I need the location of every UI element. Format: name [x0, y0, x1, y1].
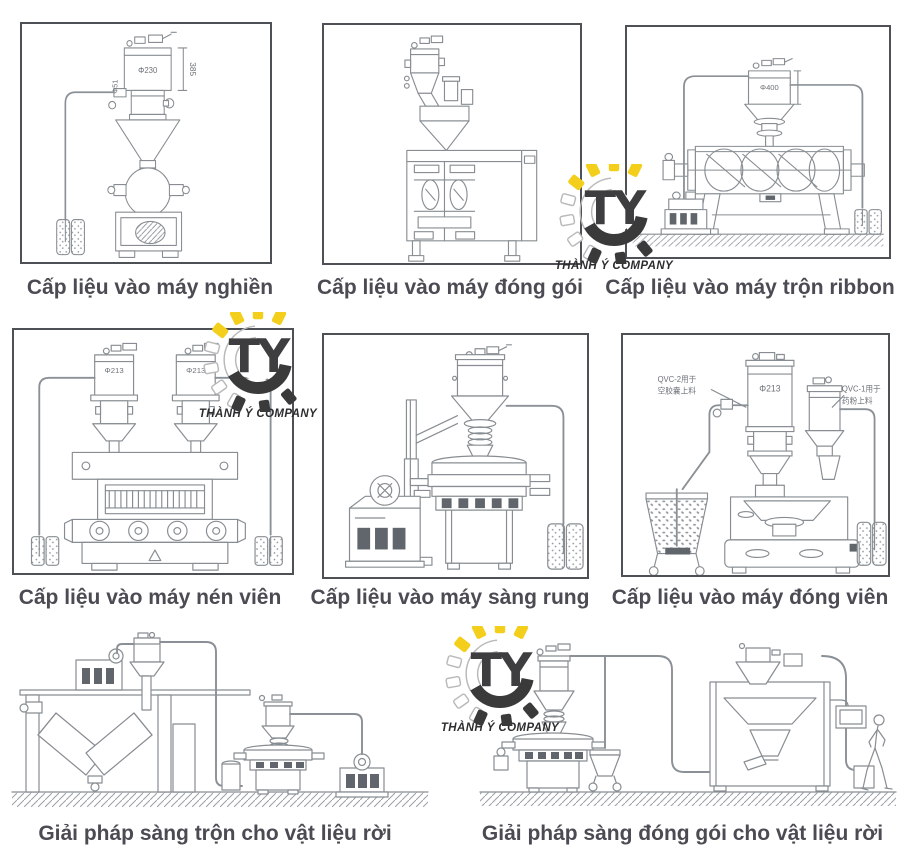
mobile-hopper [588, 749, 622, 792]
packing-machine [709, 642, 875, 792]
callout-qvc1: QVC-1用于 药粉上料 [831, 385, 881, 408]
vacuum-conveyor [450, 344, 513, 458]
conveyor-diameter-label: Φ230 [138, 66, 158, 75]
panel-mix-sieve-solution [10, 632, 430, 816]
platform-vacuum-pump [75, 648, 124, 691]
gear-icon [445, 618, 539, 730]
watermark-logo: TY THÀNH Ý COMPANY [192, 304, 324, 420]
v-blender [19, 701, 153, 792]
watermark-initials: TY [228, 329, 291, 383]
mezzanine-platform [19, 689, 251, 793]
platform-conveyor [116, 632, 243, 787]
ground-hatch [479, 791, 897, 806]
watermark-logo: TY THÀNH Ý COMPANY [434, 618, 566, 734]
callout-qvc2-line2: 空胶囊上料 [658, 385, 697, 395]
suction-sack-right [254, 536, 283, 566]
caption-ribbon-mixer: Cấp liệu vào máy trộn ribbon [605, 276, 895, 299]
conveyor-diameter-label: Φ400 [760, 83, 779, 92]
packing-diagram [403, 35, 538, 262]
vacuum-conveyor: Φ400 [744, 58, 802, 147]
watermark-logo: TY THÀNH Ý COMPANY [548, 156, 680, 272]
panel-grinder: Φ230 385 Φ51 [20, 22, 272, 264]
watermark-company: THÀNH Ý COMPANY [554, 260, 674, 272]
watermark-company: THÀNH Ý COMPANY [440, 722, 560, 734]
grinder-diagram: Φ230 385 Φ51 [56, 31, 197, 258]
suction-sack [547, 523, 584, 570]
ground-vacuum-pump [289, 713, 389, 798]
watermark-initials: TY [584, 181, 647, 235]
vacuum-conveyor [403, 35, 474, 107]
watermark-company: THÀNH Ý COMPANY [198, 408, 318, 420]
vacuum-conveyor-capsules: Φ213 [745, 351, 795, 498]
suction-pipe [64, 91, 115, 221]
caption-capsule-filler: Cấp liệu vào máy đóng viên [611, 586, 889, 609]
vibrating-sieve-diagram [345, 344, 584, 570]
vacuum-pump [660, 75, 750, 235]
vacuum-conveyor-powder [804, 376, 845, 480]
suction-pipe-left [38, 376, 96, 536]
left-conveyor-diameter: Φ213 [105, 366, 124, 375]
vffs-machine [406, 149, 538, 262]
callout-qvc1-line1: QVC-1用于 [842, 385, 881, 394]
caption-tablet-press: Cấp liệu vào máy nén viên [18, 586, 282, 609]
sieve-station [493, 643, 606, 793]
capsule-filler-diagram: Φ213 QVC-2用于 空胶囊上料 QVC-1用于 药粉上料 [645, 351, 887, 575]
vacuum-conveyor-left: Φ213 [90, 342, 139, 454]
callout-qvc2: QVC-2用于 空胶囊上料 [658, 375, 747, 408]
panel-packing-machine [322, 23, 582, 265]
capsule-hopper [645, 398, 749, 575]
sieve-packing-solution-diagram [479, 642, 897, 806]
right-conveyor-diameter: Φ213 [186, 366, 205, 375]
walking-person [860, 714, 893, 791]
panel-sieve-packing-solution [478, 642, 898, 814]
suction-sack-left [30, 536, 60, 566]
caption-packing: Cấp liệu vào máy đóng gói [316, 276, 584, 299]
panel-ribbon-mixer: Φ400 [625, 25, 891, 259]
watermark-initials: TY [470, 643, 533, 697]
caption-grinder: Cấp liệu vào máy nghiền [26, 276, 274, 299]
suction-sack [839, 408, 887, 566]
grinder-mill [107, 167, 190, 258]
callout-qvc1-line2: 药粉上料 [842, 395, 873, 405]
conveyor-diameter-label: Φ213 [759, 384, 780, 394]
mix-sieve-solution-diagram [11, 632, 429, 807]
capsule-filling-machine [724, 496, 860, 574]
sieve-station [221, 694, 325, 795]
vacuum-conveyor-right: Φ213 [171, 342, 220, 454]
callout-qvc2-line1: QVC-2用于 [658, 375, 697, 384]
gear-icon [203, 304, 297, 416]
pipe-diameter-label: Φ51 [112, 80, 120, 94]
vacuum-pump [345, 475, 425, 568]
vacuum-conveyor: Φ230 385 Φ51 [108, 31, 197, 171]
feed-hopper [419, 105, 470, 152]
conveyor-height-label: 385 [188, 62, 197, 76]
transfer-pipes [569, 655, 713, 773]
suction-sack [56, 219, 85, 256]
suction-sack [789, 84, 882, 235]
suction-pipe [505, 404, 565, 525]
caption-sieve-packing-solution: Giải pháp sàng đóng gói cho vật liệu rời [481, 822, 884, 845]
caption-vibrating-sieve: Cấp liệu vào máy sàng rung [310, 586, 590, 609]
sieve-machine [409, 455, 551, 570]
caption-mix-sieve-solution: Giải pháp sàng trộn cho vật liệu rời [38, 822, 392, 845]
gear-icon [559, 156, 653, 268]
ribbon-mixer-diagram: Φ400 [632, 58, 884, 247]
panel-vibrating-sieve [322, 333, 589, 579]
tablet-press-machine [63, 451, 246, 571]
panel-capsule-filler: Φ213 QVC-2用于 空胶囊上料 QVC-1用于 药粉上料 [621, 333, 890, 577]
